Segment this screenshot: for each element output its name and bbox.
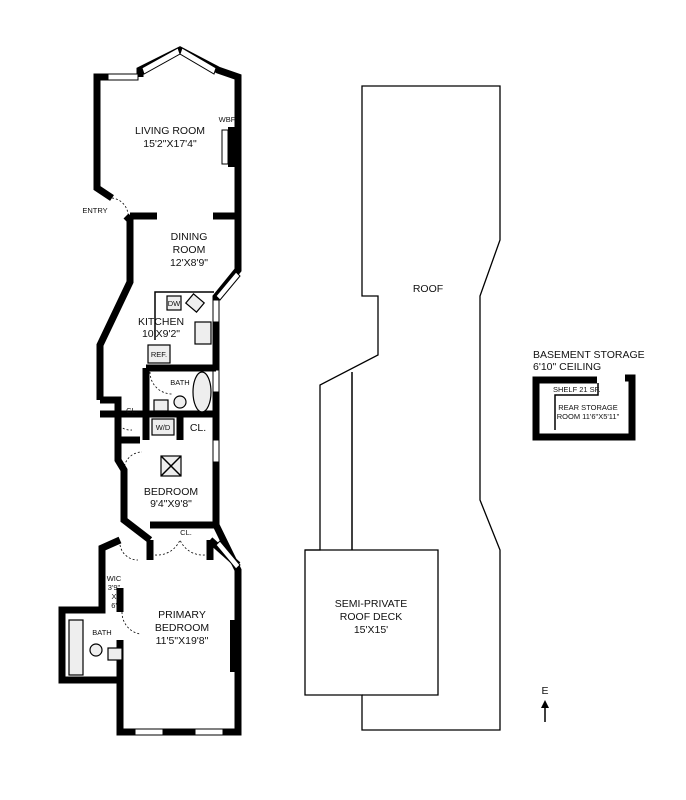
closet-label: CL. xyxy=(180,528,192,537)
shower xyxy=(68,619,84,676)
toilet xyxy=(173,395,187,409)
skylight-cross xyxy=(160,455,182,477)
window xyxy=(107,73,139,81)
wic-size: 6' xyxy=(111,601,117,610)
dining-room-label: ROOM xyxy=(173,244,206,256)
wic-label: WIC xyxy=(107,574,122,583)
closet-label: CL. xyxy=(126,406,138,415)
ref-label: REF. xyxy=(151,350,167,359)
dining-room-label: DINING xyxy=(171,231,208,243)
fireplace-hearth xyxy=(221,129,229,165)
bath-door xyxy=(149,371,173,395)
window xyxy=(134,728,164,736)
wd-label: W/D xyxy=(156,423,171,432)
window xyxy=(215,540,241,570)
roof-deck-size: 15'X15' xyxy=(354,624,388,636)
roof-deck-label: SEMI-PRIVATE xyxy=(335,598,408,610)
stove xyxy=(194,321,212,345)
dishwasher xyxy=(166,295,182,311)
wbf-label: WBF xyxy=(219,115,236,124)
window xyxy=(212,439,220,463)
wic-door xyxy=(119,544,139,561)
fireplace xyxy=(228,127,238,167)
living-room-size: 15'2"X17'4" xyxy=(143,138,197,150)
chimney-wall xyxy=(230,620,239,672)
primary-bedroom-label: BEDROOM xyxy=(155,622,209,634)
shelf-line xyxy=(554,383,599,430)
closet-door xyxy=(154,538,206,556)
bath-label: BATH xyxy=(170,378,189,387)
toilet xyxy=(89,643,103,657)
storage-room-size: ROOM 11'6"X5'11" xyxy=(557,412,620,421)
window xyxy=(215,271,241,301)
closet-door xyxy=(114,403,133,431)
sink xyxy=(184,293,206,313)
apartment-plan: LIVING ROOM 15'2"X17'4" WBF ENTRY DINING… xyxy=(58,46,242,736)
outer-wall xyxy=(96,213,134,400)
outer-wall xyxy=(100,396,153,543)
bath-door xyxy=(121,611,141,635)
window xyxy=(212,369,220,393)
compass-label: E xyxy=(541,685,548,697)
dining-room-size: 12'X8'9" xyxy=(170,257,208,269)
bathtub xyxy=(192,371,212,413)
roof-deck-outline xyxy=(305,549,439,696)
kitchen-size: 10'X9'2" xyxy=(142,328,180,340)
living-room-label: LIVING ROOM xyxy=(135,125,205,137)
kitchen-label: KITCHEN xyxy=(138,316,184,328)
outer-wall xyxy=(58,46,242,736)
outer-wall xyxy=(93,73,114,201)
entry-label: ENTRY xyxy=(82,206,107,215)
basement-ceiling: 6'10" CEILING xyxy=(533,361,601,373)
wic-size: 3'9" xyxy=(108,583,121,592)
bath-sink xyxy=(153,399,169,412)
roof-label: ROOF xyxy=(413,283,443,295)
roof-plan: ROOF SEMI-PRIVATE ROOF DECK 15'X15' xyxy=(304,85,501,731)
shelf-label: SHELF 21 SF. xyxy=(553,385,601,394)
bedroom-label: BEDROOM xyxy=(144,486,198,498)
wic-size: X xyxy=(111,592,116,601)
window xyxy=(212,299,220,323)
counter xyxy=(154,291,214,340)
north-arrow-icon xyxy=(541,700,549,722)
roof-deck-label: ROOF DECK xyxy=(340,611,402,623)
window xyxy=(179,47,217,75)
storage-room-label: REAR STORAGE xyxy=(558,403,617,412)
dw-label: DW xyxy=(168,299,181,308)
primary-bedroom-size: 11'5"X19'8" xyxy=(156,635,209,647)
roof-outline xyxy=(304,85,501,731)
primary-bedroom-label: PRIMARY xyxy=(158,609,206,621)
basement-storage: BASEMENT STORAGE 6'10" CEILING SHELF 21 … xyxy=(532,349,645,441)
window xyxy=(194,728,224,736)
bedroom-door xyxy=(123,451,143,471)
window xyxy=(141,47,181,75)
refrigerator xyxy=(147,344,171,364)
entry-door xyxy=(111,197,129,215)
bedroom-size: 9'4"X9'8" xyxy=(150,498,192,510)
closet-label: CL. xyxy=(190,422,206,434)
bath-sink xyxy=(107,647,123,661)
bath-label: BATH xyxy=(92,628,111,637)
basement-title: BASEMENT STORAGE xyxy=(533,349,645,361)
washer-dryer xyxy=(151,418,175,436)
storage-wall xyxy=(532,374,636,441)
compass: E xyxy=(541,685,549,722)
